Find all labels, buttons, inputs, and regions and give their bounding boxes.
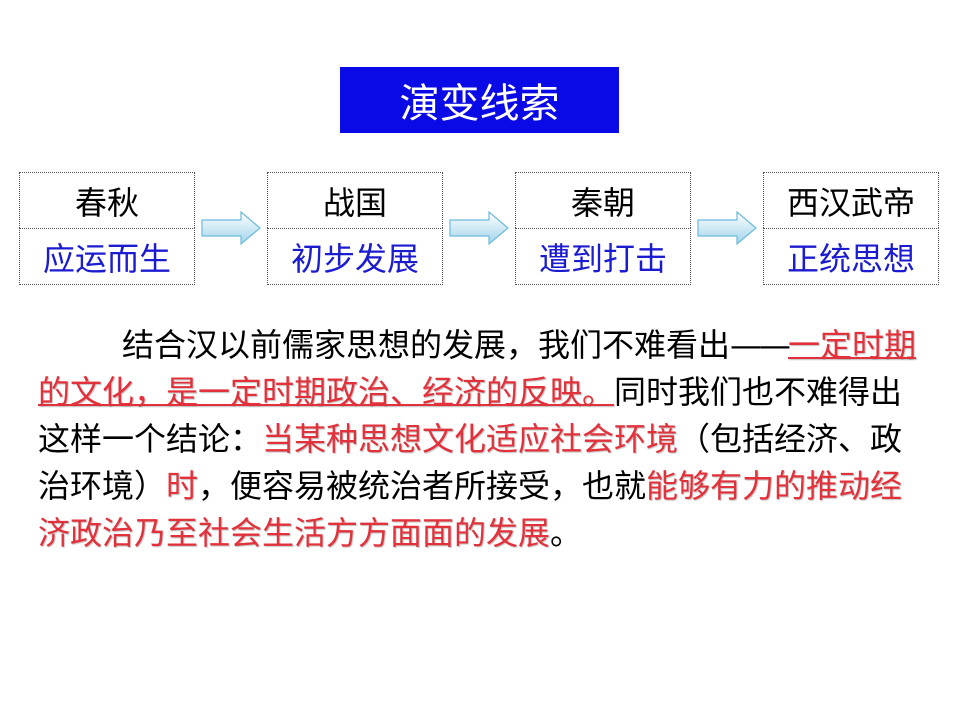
- stage-zhanguo: 战国 初步发展: [267, 172, 443, 285]
- stage-xihan-wudi: 西汉武帝 正统思想: [763, 172, 939, 285]
- em-dash: ——: [730, 326, 791, 364]
- right-arrow-icon: [449, 211, 509, 245]
- stage-qin: 秦朝 遭到打击: [515, 172, 691, 285]
- stage-era: 秦朝: [515, 172, 691, 228]
- stage-desc: 应运而生: [19, 228, 195, 285]
- stage-era: 春秋: [19, 172, 195, 228]
- stage-era: 战国: [267, 172, 443, 228]
- right-arrow-icon: [201, 211, 261, 245]
- mid-text: 同时我们也不难得出这样一个结论：: [38, 373, 903, 458]
- stage-desc: 正统思想: [763, 228, 939, 285]
- stage-desc: 遭到打击: [515, 228, 691, 285]
- parenthetical-text: （包括经济、政治环境）: [38, 420, 903, 505]
- highlight-conclusion: 一定时期的文化，是一定时期政治、经济的反映。: [38, 326, 917, 411]
- stage-era: 西汉武帝: [763, 172, 939, 228]
- conclusion-paragraph: 结合汉以前儒家思想的发展，我们不难看出——一定时期的文化，是一定时期政治、经济的…: [38, 322, 918, 557]
- highlight-condition: 当某种思想文化适应社会环境: [262, 420, 679, 458]
- mid-text: ，便容易被统治者所接受，也就: [198, 467, 647, 505]
- highlight-when: 时: [166, 467, 199, 505]
- stage-chunqiu: 春秋 应运而生: [19, 172, 195, 285]
- intro-text: 结合汉以前儒家思想的发展，我们不难看出: [122, 326, 731, 364]
- highlight-effect: 能够有力的推动经济政治乃至社会生活方方面面的发展: [38, 467, 903, 552]
- slide-title: 演变线索: [340, 67, 619, 133]
- stage-desc: 初步发展: [267, 228, 443, 285]
- end-punctuation: 。: [550, 514, 583, 552]
- right-arrow-icon: [697, 211, 757, 245]
